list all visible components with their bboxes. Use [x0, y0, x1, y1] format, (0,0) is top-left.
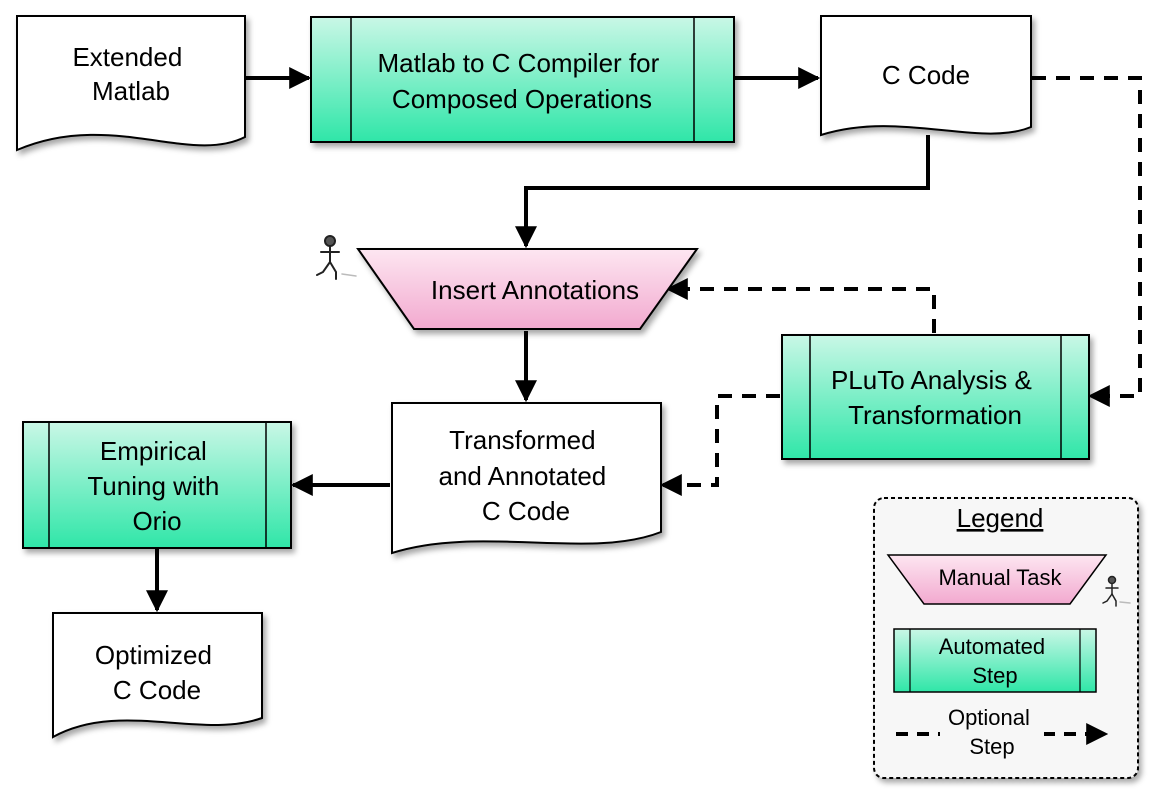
legend-label-line: Step	[972, 663, 1017, 688]
node-label-line: C Code	[482, 496, 570, 526]
node-extended-matlab: Extended Matlab	[16, 15, 246, 152]
node-label-line: Orio	[132, 506, 181, 536]
node-label-line: Matlab	[92, 76, 170, 106]
node-label-line: C Code	[882, 60, 970, 90]
legend-title: Legend	[957, 503, 1044, 533]
node-label-line: Matlab to C Compiler for	[378, 48, 660, 78]
node-empirical: Empirical Tuning with Orio	[22, 421, 292, 549]
node-compiler: Matlab to C Compiler for Composed Operat…	[310, 16, 735, 143]
node-label-line: Empirical	[100, 436, 207, 466]
legend-label-line: Manual Task	[938, 565, 1062, 590]
edges	[146, 67, 1142, 613]
node-label: PLuTo Analysis & Transformation	[831, 365, 1039, 430]
legend-label-line: Step	[969, 734, 1014, 759]
node-label: Matlab to C Compiler for Composed Operat…	[378, 48, 667, 114]
node-label-line: Tuning with	[87, 471, 219, 501]
node-label-line: Transformed	[449, 425, 595, 455]
legend: Legend Manual Task Automated Step Option…	[873, 497, 1139, 779]
legend-automated-label: Automated Step	[939, 634, 1052, 688]
legend-manual-label: Manual Task	[938, 565, 1062, 590]
node-insert-annotations: Insert Annotations	[356, 248, 699, 330]
node-label-line: C Code	[113, 675, 201, 705]
node-label-line: Extended	[72, 42, 182, 72]
edge-optional-pluto-to-insert	[665, 278, 936, 333]
edge-optional-ccode-to-pluto	[1032, 76, 1142, 407]
legend-optional-label: Optional Step	[948, 705, 1036, 759]
node-label: C Code	[882, 60, 970, 90]
node-label-line: Transformation	[848, 400, 1022, 430]
edge-ccode-to-insert	[515, 135, 930, 249]
node-label-line: PLuTo Analysis &	[831, 365, 1032, 395]
legend-person-icon	[1102, 575, 1131, 607]
edge-optional-pluto-to-transformed	[659, 394, 780, 496]
node-optimized: Optimized C Code	[52, 612, 263, 739]
node-label: Transformed and Annotated C Code	[439, 425, 614, 526]
node-label: Empirical Tuning with Orio	[87, 436, 226, 536]
node-pluto: PLuTo Analysis & Transformation	[781, 334, 1090, 460]
node-transformed: Transformed and Annotated C Code	[391, 402, 662, 555]
person-icon	[316, 235, 357, 280]
node-label-line: and Annotated	[439, 461, 607, 491]
legend-label-line: Automated	[939, 634, 1045, 659]
node-label: Optimized C Code	[95, 640, 219, 705]
node-label: Extended Matlab	[72, 42, 189, 106]
node-c-code: C Code	[820, 15, 1032, 137]
legend-label-line: Optional	[948, 705, 1030, 730]
node-label: Insert Annotations	[431, 275, 639, 305]
node-label-line: Insert Annotations	[431, 275, 639, 305]
node-label-line: Optimized	[95, 640, 212, 670]
node-label-line: Composed Operations	[392, 84, 652, 114]
